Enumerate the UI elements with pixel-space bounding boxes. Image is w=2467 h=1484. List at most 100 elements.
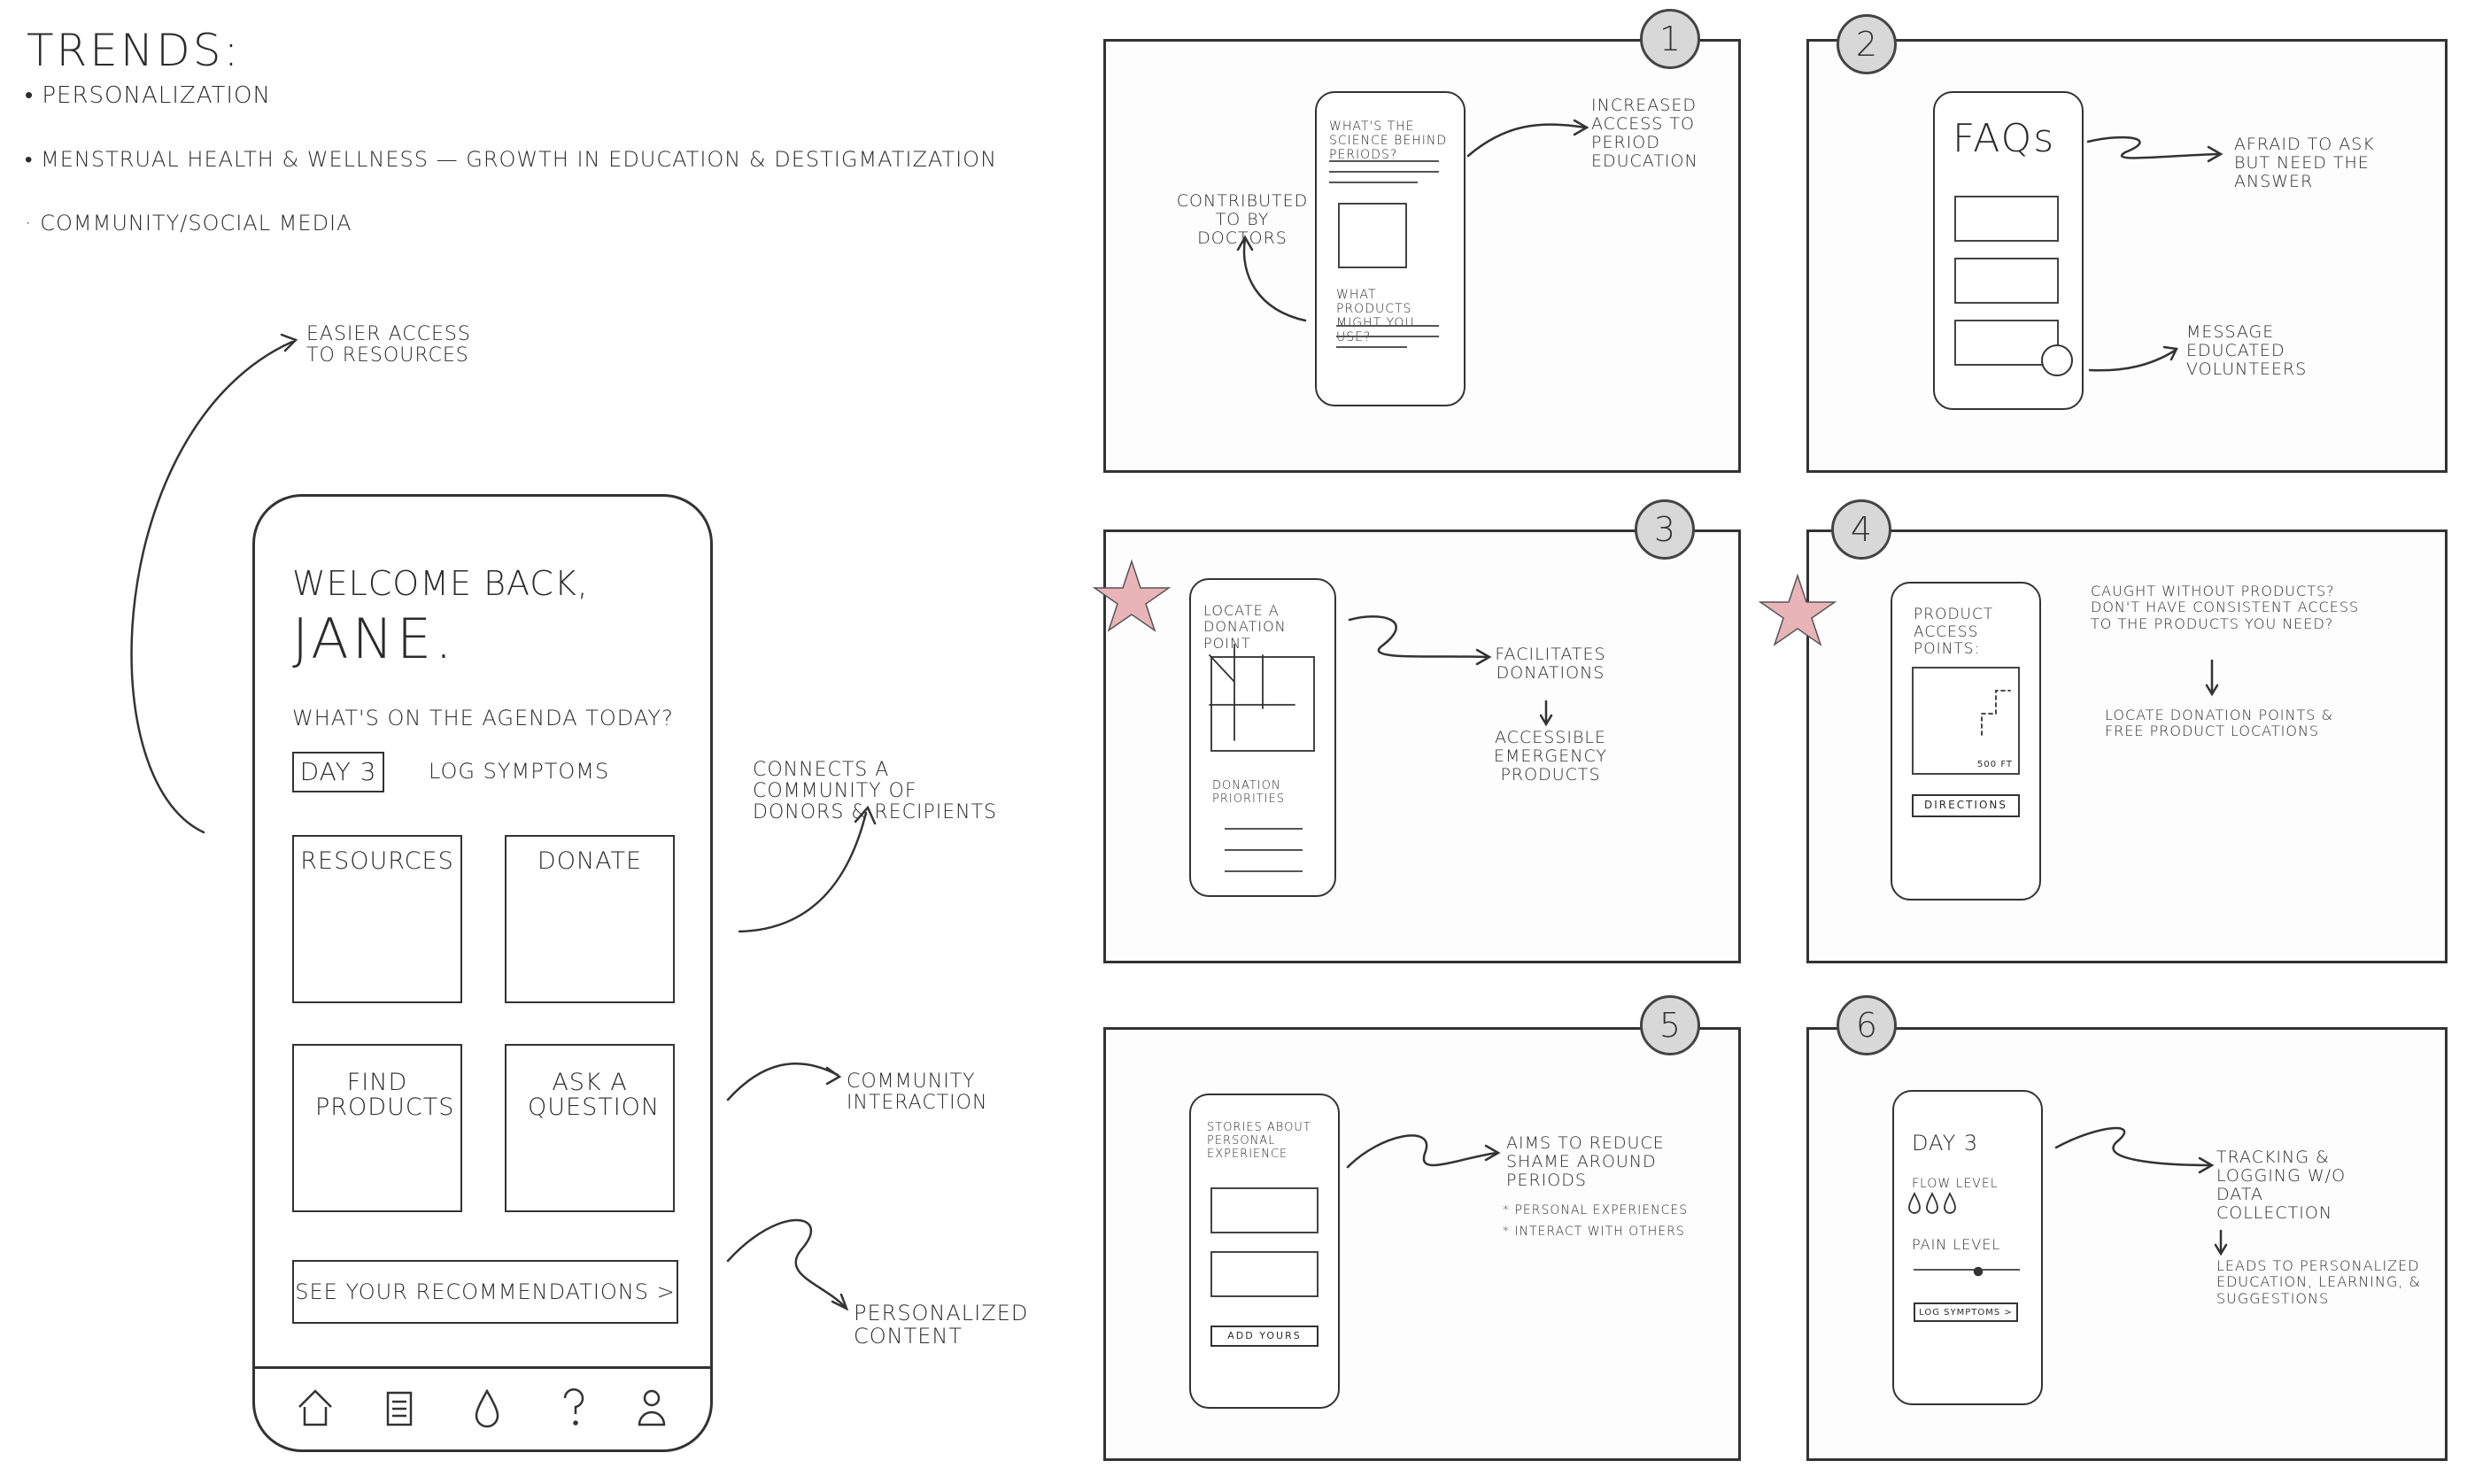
faq-item: [1954, 258, 2059, 304]
storyboard-frame-5: STORIES ABOUT PERSONAL EXPERIENCE ADD YO…: [1103, 1027, 1741, 1461]
frame-4-note-top: CAUGHT WITHOUT PRODUCTS? DON'T HAVE CONS…: [2091, 583, 2360, 632]
arrow-head: [2198, 1156, 2215, 1174]
pain-level-label: PAIN LEVEL: [1912, 1236, 2001, 1253]
trend-item: • MENSTRUAL HEALTH & WELLNESS — GROWTH I…: [25, 147, 998, 172]
flow-level-label: FLOW LEVEL: [1912, 1177, 1999, 1191]
arrow: [738, 811, 868, 933]
arrow-head: [1573, 119, 1589, 136]
frame-number-badge: 4: [1831, 499, 1891, 560]
drop-icon[interactable]: [475, 1388, 499, 1428]
faq-item: [1954, 196, 2059, 242]
main-phone-mockup: WELCOME BACK, JANE. WHAT'S ON THE AGENDA…: [252, 494, 713, 1452]
log-symptoms-button[interactable]: LOG SYMPTOMS >: [1914, 1302, 2018, 1322]
storyboard-frame-6: DAY 3 FLOW LEVEL PAIN LEVEL LOG SYMPTOMS…: [1806, 1027, 2448, 1461]
frame-6-phone: DAY 3 FLOW LEVEL PAIN LEVEL LOG SYMPTOMS…: [1892, 1090, 2043, 1405]
arrow: [130, 340, 294, 834]
story-card: [1210, 1251, 1319, 1297]
find-products-tile[interactable]: FIND PRODUCTS: [292, 1044, 462, 1212]
arrow-head: [1236, 235, 1254, 251]
arrow-head: [2205, 684, 2219, 697]
frame-number-badge: 5: [1640, 995, 1700, 1055]
arrow: [2054, 1126, 2212, 1167]
log-symptoms-link[interactable]: LOG SYMPTOMS: [429, 759, 610, 784]
arrow: [1348, 615, 1489, 659]
frame-6-day: DAY 3: [1912, 1131, 1979, 1156]
arrow-head: [1539, 714, 1553, 727]
arrow-head: [831, 1293, 849, 1311]
trend-item: • PERSONALIZATION: [25, 82, 271, 109]
arrow-head: [825, 1066, 842, 1086]
add-yours-button[interactable]: ADD YOURS: [1210, 1326, 1319, 1347]
arrow: [726, 1063, 839, 1101]
journal-icon[interactable]: [386, 1391, 413, 1426]
trend-item: · COMMUNITY/SOCIAL MEDIA: [25, 211, 352, 236]
frame-1-image-placeholder: [1338, 203, 1407, 268]
route-line: [1981, 690, 2011, 736]
bottom-nav: [298, 1387, 666, 1428]
resources-tile[interactable]: RESOURCES: [292, 835, 462, 1003]
donate-tile[interactable]: DONATE: [505, 835, 675, 1003]
faq-item: [1954, 320, 2059, 366]
frame-2-phone: FAQs: [1933, 91, 2084, 410]
arrow: [726, 1218, 847, 1309]
frame-4-note-bottom: LOCATE DONATION POINTS & FREE PRODUCT LO…: [2105, 707, 2333, 740]
frame-1-subtitle: WHAT PRODUCTS MIGHT YOU USE?: [1336, 288, 1415, 345]
frame-1-title: WHAT'S THE SCIENCE BEHIND PERIODS?: [1329, 120, 1448, 163]
frame-2-note-bottom: MESSAGE EDUCATED VOLUNTEERS: [2186, 322, 2308, 379]
frame-5-title: STORIES ABOUT PERSONAL EXPERIENCE: [1207, 1121, 1311, 1161]
map-scale-label: 500 FT: [1977, 760, 2013, 769]
frame-4-title: PRODUCT ACCESS POINTS:: [1914, 606, 1994, 659]
arrow-head: [2214, 1243, 2228, 1256]
storyboard-frame-2: FAQs AFRAID TO ASK BUT NEED THE ANSWER M…: [1806, 39, 2448, 473]
frame-number-badge: 6: [1837, 995, 1897, 1055]
chat-bubble-icon[interactable]: [2041, 344, 2073, 376]
question-icon[interactable]: [563, 1387, 584, 1426]
directions-button[interactable]: DIRECTIONS: [1912, 794, 2020, 817]
user-name: JANE.: [292, 607, 456, 671]
trends-title: TRENDS:: [27, 25, 242, 76]
arrow: [1346, 1134, 1498, 1169]
frame-3-subtitle: DONATION PRIORITIES: [1212, 779, 1286, 806]
arrow-head: [280, 333, 298, 352]
arrow: [2088, 349, 2177, 372]
frame-5-bullet: * INTERACT WITH OTHERS: [1503, 1225, 1685, 1239]
annotation-resources: EASIER ACCESS TO RESOURCES: [306, 323, 471, 367]
storyboard-frame-4: PRODUCT ACCESS POINTS: 500 FT DIRECTIONS…: [1806, 529, 2448, 963]
frame-number-badge: 2: [1837, 14, 1897, 74]
home-icon[interactable]: [298, 1389, 332, 1426]
arrow-head: [854, 805, 877, 825]
frame-3-note-top: FACILITATES DONATIONS: [1495, 645, 1606, 683]
story-card: [1210, 1187, 1319, 1233]
frame-number-badge: 3: [1635, 499, 1695, 560]
frame-3-title: LOCATE A DONATION POINT: [1203, 602, 1287, 652]
profile-icon[interactable]: [638, 1389, 666, 1426]
annotation-ask: COMMUNITY INTERACTION: [847, 1070, 988, 1115]
frame-3-phone: LOCATE A DONATION POINT DONATION PRIORIT…: [1189, 578, 1336, 897]
map-streets: [1209, 644, 1295, 741]
arrow: [2086, 135, 2221, 159]
storyboard-frame-1: WHAT'S THE SCIENCE BEHIND PERIODS? WHAT …: [1103, 39, 1741, 473]
pain-slider-knob: [1973, 1266, 1984, 1277]
frame-number-badge: 1: [1640, 9, 1700, 69]
frame-6-note-bottom: LEADS TO PERSONALIZED EDUCATION, LEARNIN…: [2216, 1257, 2422, 1307]
arrow: [1466, 123, 1587, 158]
flow-drop-icons: [1908, 1191, 1956, 1214]
pain-slider[interactable]: [1914, 1269, 2020, 1271]
frame-5-note-top: AIMS TO REDUCE SHAME AROUND PERIODS: [1506, 1133, 1665, 1190]
recommendations-button[interactable]: SEE YOUR RECOMMENDATIONS >: [292, 1260, 678, 1324]
star-icon: [1092, 559, 1172, 632]
arrow: [1242, 237, 1307, 322]
frame-2-title: FAQs: [1953, 116, 2056, 161]
arrow-head: [1475, 648, 1492, 666]
storyboard-frame-3: LOCATE A DONATION POINT DONATION PRIORIT…: [1103, 529, 1741, 963]
frame-5-bullet: * PERSONAL EXPERIENCES: [1503, 1203, 1689, 1217]
frame-3-note-bottom: ACCESSIBLE EMERGENCY PRODUCTS: [1493, 728, 1608, 785]
ask-question-tile[interactable]: ASK A QUESTION: [505, 1044, 675, 1212]
agenda-text: WHAT'S ON THE AGENDA TODAY?: [292, 706, 674, 730]
annotation-recommend: PERSONALIZED CONTENT: [854, 1301, 1029, 1349]
frame-6-note-top: TRACKING & LOGGING W/O DATA COLLECTION: [2216, 1148, 2347, 1223]
frame-1-note-left: CONTRIBUTED TO BY DOCTORS: [1176, 191, 1309, 248]
welcome-text: WELCOME BACK,: [292, 564, 589, 603]
frame-4-phone: PRODUCT ACCESS POINTS: 500 FT DIRECTIONS: [1891, 582, 2041, 900]
